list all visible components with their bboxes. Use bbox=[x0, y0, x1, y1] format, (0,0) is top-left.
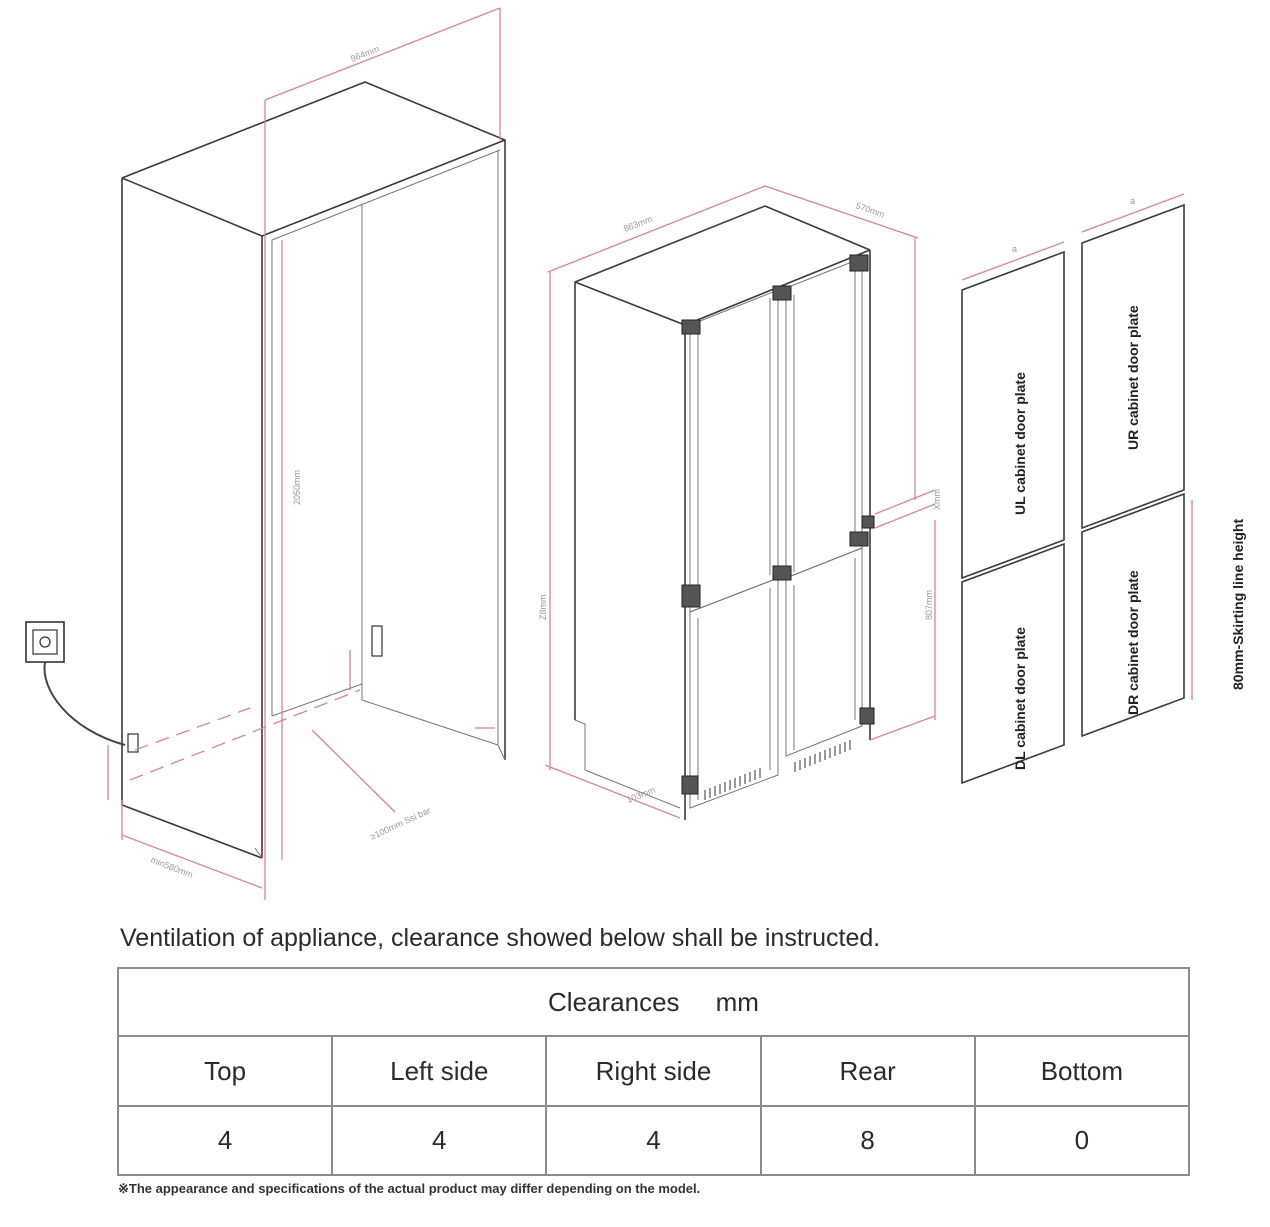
ur-plate-label: UR cabinet door plate bbox=[1125, 305, 1141, 450]
table-header-row: Top Left side Right side Rear Bottom bbox=[116, 1035, 1191, 1107]
value-rear: 8 bbox=[759, 1105, 976, 1176]
clearance-table: Clearances mm Top Left side Right side R… bbox=[116, 967, 1191, 1176]
ventilation-caption: Ventilation of appliance, clearance show… bbox=[120, 924, 881, 952]
table-title: Clearances mm bbox=[117, 967, 1190, 1037]
vent-bar-label: ≥100mm Ssi bar bbox=[369, 805, 433, 842]
cabinet-height-label: 2050mm bbox=[292, 470, 302, 505]
panel-width-mark-left: a bbox=[1012, 244, 1017, 254]
fridge-lower-height-label: 807mm bbox=[924, 590, 934, 620]
value-bottom: 0 bbox=[973, 1105, 1191, 1176]
door-plates-drawing bbox=[961, 193, 1193, 785]
fridge-width-label: 863mm bbox=[622, 214, 654, 234]
dr-plate-label: DR cabinet door plate bbox=[1125, 570, 1141, 715]
installation-diagram: 964mm 2050mm min580mm ≥100mm Ssi bar bbox=[25, 7, 1246, 900]
fridge-drawing bbox=[544, 185, 936, 820]
header-right-side: Right side bbox=[545, 1035, 762, 1107]
wall-socket bbox=[25, 621, 65, 663]
cabinet-depth-label: min580mm bbox=[149, 855, 194, 880]
header-rear: Rear bbox=[759, 1035, 976, 1107]
fridge-depth-label: 570mm bbox=[854, 200, 886, 219]
value-right-side: 4 bbox=[545, 1105, 762, 1176]
power-cord bbox=[43, 661, 126, 746]
table-value-row: 4 4 4 8 0 bbox=[116, 1105, 1191, 1176]
header-top: Top bbox=[116, 1035, 334, 1107]
header-left-side: Left side bbox=[331, 1035, 548, 1107]
fridge-mid-gap-label: Xmm bbox=[932, 489, 942, 510]
dl-plate-label: DL cabinet door plate bbox=[1012, 627, 1028, 770]
ul-plate-label: UL cabinet door plate bbox=[1012, 372, 1028, 515]
disclaimer-note: ※The appearance and specifications of th… bbox=[118, 1181, 701, 1196]
header-bottom: Bottom bbox=[973, 1035, 1191, 1107]
panel-width-mark-right: a bbox=[1130, 196, 1135, 206]
cabinet-drawing bbox=[25, 7, 506, 900]
fridge-height-label: Z8mm bbox=[538, 595, 548, 621]
value-left-side: 4 bbox=[331, 1105, 548, 1176]
value-top: 4 bbox=[116, 1105, 334, 1176]
skirting-label: 80mm-Skirting line height bbox=[1230, 519, 1246, 690]
